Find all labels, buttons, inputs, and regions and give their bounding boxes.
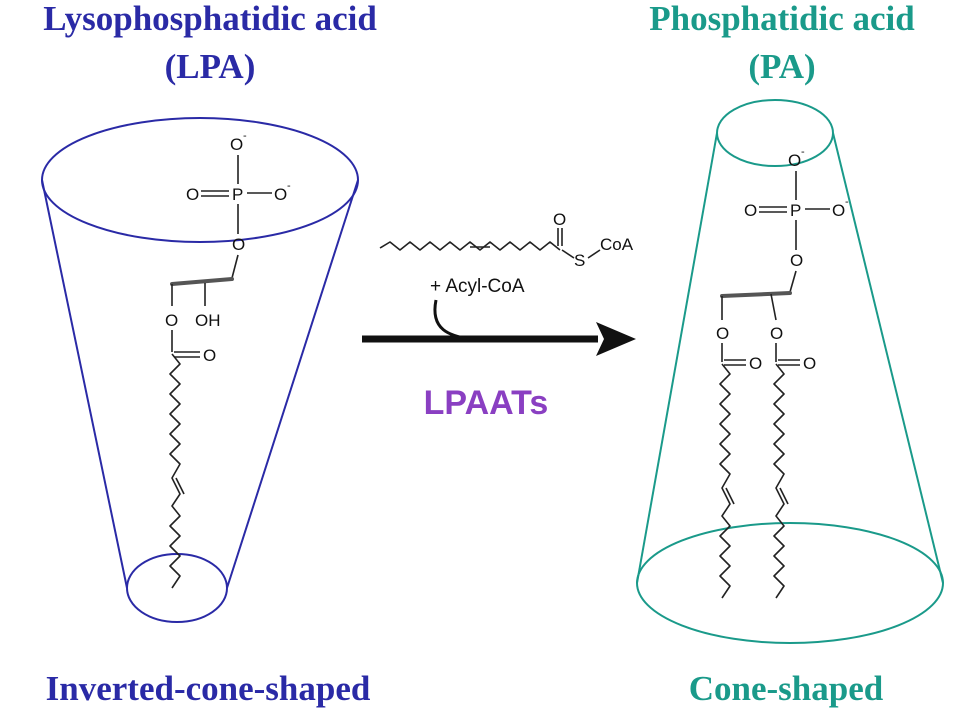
pa-shape-label: Cone-shaped [689,669,884,708]
lpa-shape-label: Inverted-cone-shaped [46,669,371,708]
pa-o-right: O [832,201,845,220]
cone-outline [636,99,944,644]
acyl-coa-coa: CoA [600,235,634,254]
pa-molecule: O - O P O - O O O O O [716,146,849,599]
lpa-o-top-charge: - [243,130,247,142]
inverted-cone-outline [41,117,359,623]
lpa-o-left: O [186,185,199,204]
acyl-coa-structure: O S CoA [379,210,634,270]
pa-o-ester1: O [716,324,729,343]
pa-o-ester2: O [770,324,783,343]
pa-title-line1: Phosphatidic acid [649,0,915,38]
pa-o-carbonyl1: O [749,354,762,373]
acyl-coa-carbonyl-o: O [553,210,566,229]
pa-o-top: O [788,151,801,170]
pa-o-right-charge: - [845,196,849,208]
lpa-oh: OH [195,311,221,330]
lpa-title-line2: (LPA) [165,47,256,86]
lpa-o-bridge: O [232,235,245,254]
pa-o-bridge: O [790,251,803,270]
lpa-o-right-charge: - [287,180,291,192]
pa-o-left: O [744,201,757,220]
pa-o-top-charge: - [801,146,805,158]
lpa-o-top: O [230,135,243,154]
enzyme-label: LPAATs [424,384,549,422]
lpa-p: P [232,185,243,204]
pa-p: P [790,201,801,220]
acyl-coa-s: S [574,251,585,270]
lpa-molecule: O - O P O - O O OH O [165,130,291,589]
pa-o-carbonyl2: O [803,354,816,373]
reagent-label: + Acyl-CoA [430,276,525,297]
lpa-title-line1: Lysophosphatidic acid [43,0,377,38]
lpa-o-ester: O [165,311,178,330]
lpa-o-carbonyl: O [203,346,216,365]
reaction-arrow [362,299,636,356]
lpa-o-right: O [274,185,287,204]
pa-title-line2: (PA) [748,47,815,86]
